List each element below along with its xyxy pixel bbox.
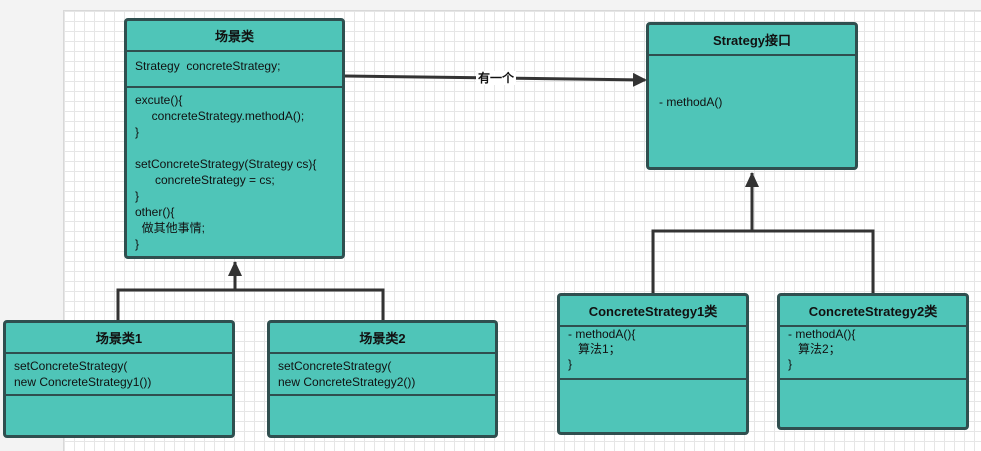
concrete-strategy1-class-title: ConcreteStrategy1类: [560, 296, 746, 327]
scene1-class-title: 场景类1: [6, 323, 232, 354]
strategy-interface-box[interactable]: Strategy接口 - methodA(): [646, 22, 858, 170]
scene-class-box[interactable]: 场景类 Strategy concreteStrategy; excute(){…: [124, 18, 345, 259]
concrete-strategy1-class-box[interactable]: ConcreteStrategy1类 - methodA(){ 算法1； }: [557, 293, 749, 435]
concrete-strategy2-class-title: ConcreteStrategy2类: [780, 296, 966, 327]
scene1-class-methods: setConcreteStrategy( new ConcreteStrateg…: [6, 354, 232, 396]
scene2-class-empty-section: [270, 396, 495, 435]
scene-class-title: 场景类: [127, 21, 342, 52]
concrete-strategy2-class-empty-section: [780, 380, 966, 427]
concrete-strategy2-class-methods: - methodA(){ 算法2； }: [780, 327, 966, 380]
scene1-class-empty-section: [6, 396, 232, 435]
scene2-class-box[interactable]: 场景类2 setConcreteStrategy( new ConcreteSt…: [267, 320, 498, 438]
association-label: 有一个: [476, 71, 517, 85]
strategy-interface-title: Strategy接口: [649, 25, 855, 56]
concrete-strategy2-class-box[interactable]: ConcreteStrategy2类 - methodA(){ 算法2； }: [777, 293, 969, 430]
strategy-interface-methods: - methodA(): [659, 95, 723, 109]
concrete-strategy1-class-methods: - methodA(){ 算法1； }: [560, 327, 746, 380]
scene-class-methods: excute(){ concreteStrategy.methodA(); } …: [135, 93, 317, 251]
scene2-class-title: 场景类2: [270, 323, 495, 354]
scene-class-attributes: Strategy concreteStrategy;: [127, 52, 342, 88]
scene1-class-box[interactable]: 场景类1 setConcreteStrategy( new ConcreteSt…: [3, 320, 235, 438]
concrete-strategy1-class-empty-section: [560, 380, 746, 432]
scene2-class-methods: setConcreteStrategy( new ConcreteStrateg…: [270, 354, 495, 396]
